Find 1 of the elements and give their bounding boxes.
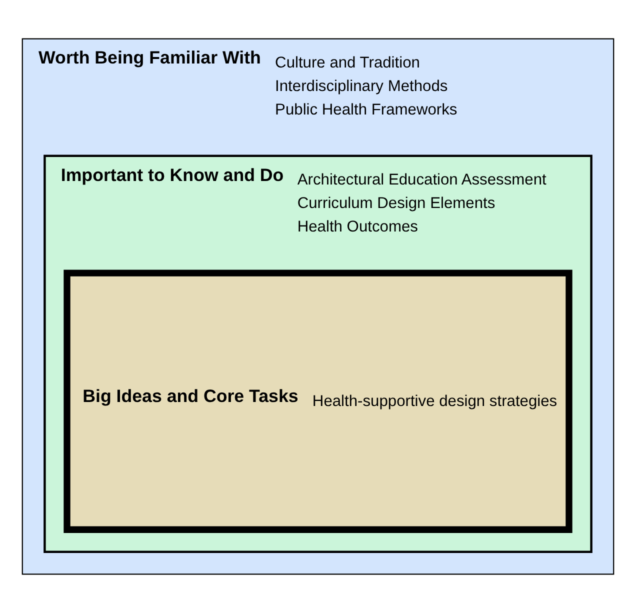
node-box: Big Ideas and Core Tasks Health-supportive design strategies (63, 270, 572, 533)
